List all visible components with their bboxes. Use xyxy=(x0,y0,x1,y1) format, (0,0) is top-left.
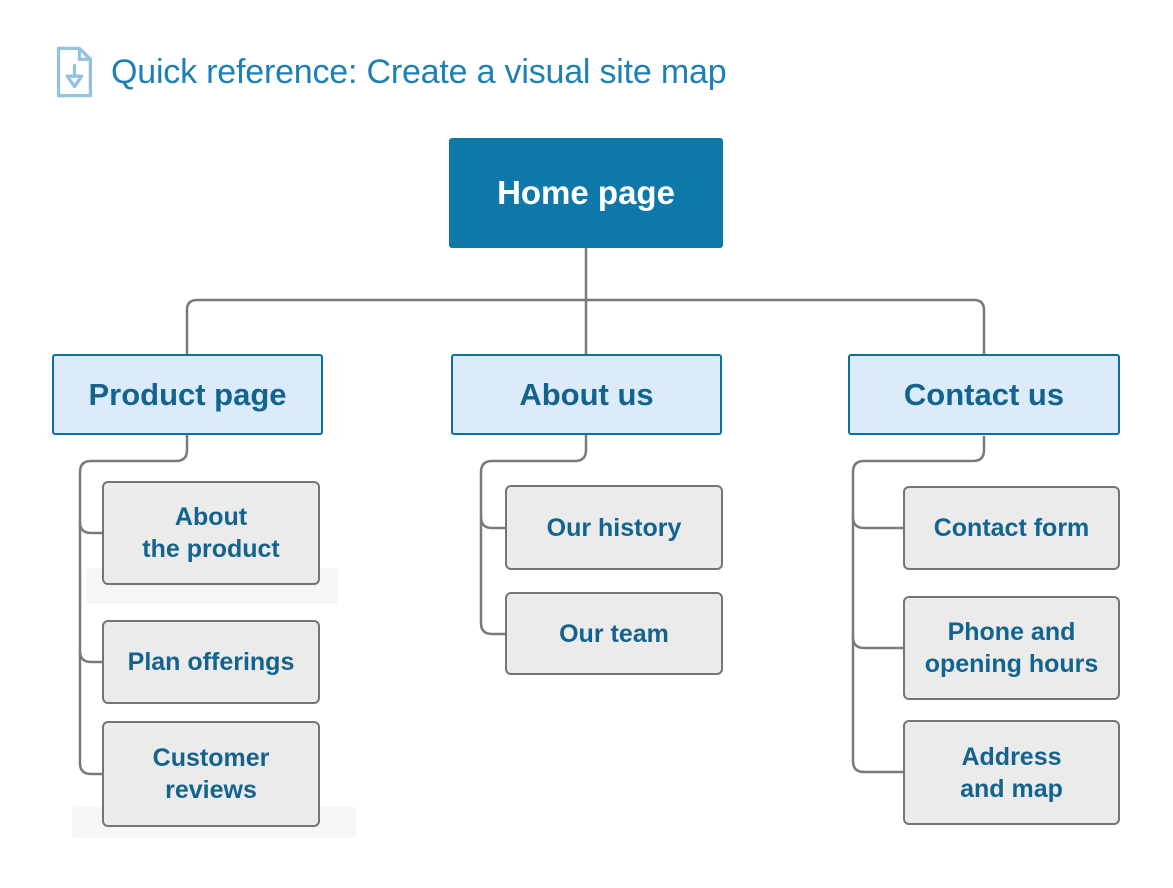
document-download-icon xyxy=(56,46,92,98)
node-product-page: Product page xyxy=(52,354,323,435)
node-home-page: Home page xyxy=(449,138,723,248)
page-title[interactable]: Quick reference: Create a visual site ma… xyxy=(111,52,727,91)
node-phone-opening-hours: Phone and opening hours xyxy=(903,596,1120,700)
node-plan-offerings: Plan offerings xyxy=(102,620,320,704)
page-header: Quick reference: Create a visual site ma… xyxy=(54,44,727,100)
node-contact-form: Contact form xyxy=(903,486,1120,570)
node-our-team: Our team xyxy=(505,592,723,675)
node-about-us: About us xyxy=(451,354,722,435)
node-contact-us: Contact us xyxy=(848,354,1120,435)
node-customer-reviews: Customer reviews xyxy=(102,721,320,827)
node-our-history: Our history xyxy=(505,485,723,570)
node-about-the-product: About the product xyxy=(102,481,320,585)
node-address-and-map: Address and map xyxy=(903,720,1120,825)
